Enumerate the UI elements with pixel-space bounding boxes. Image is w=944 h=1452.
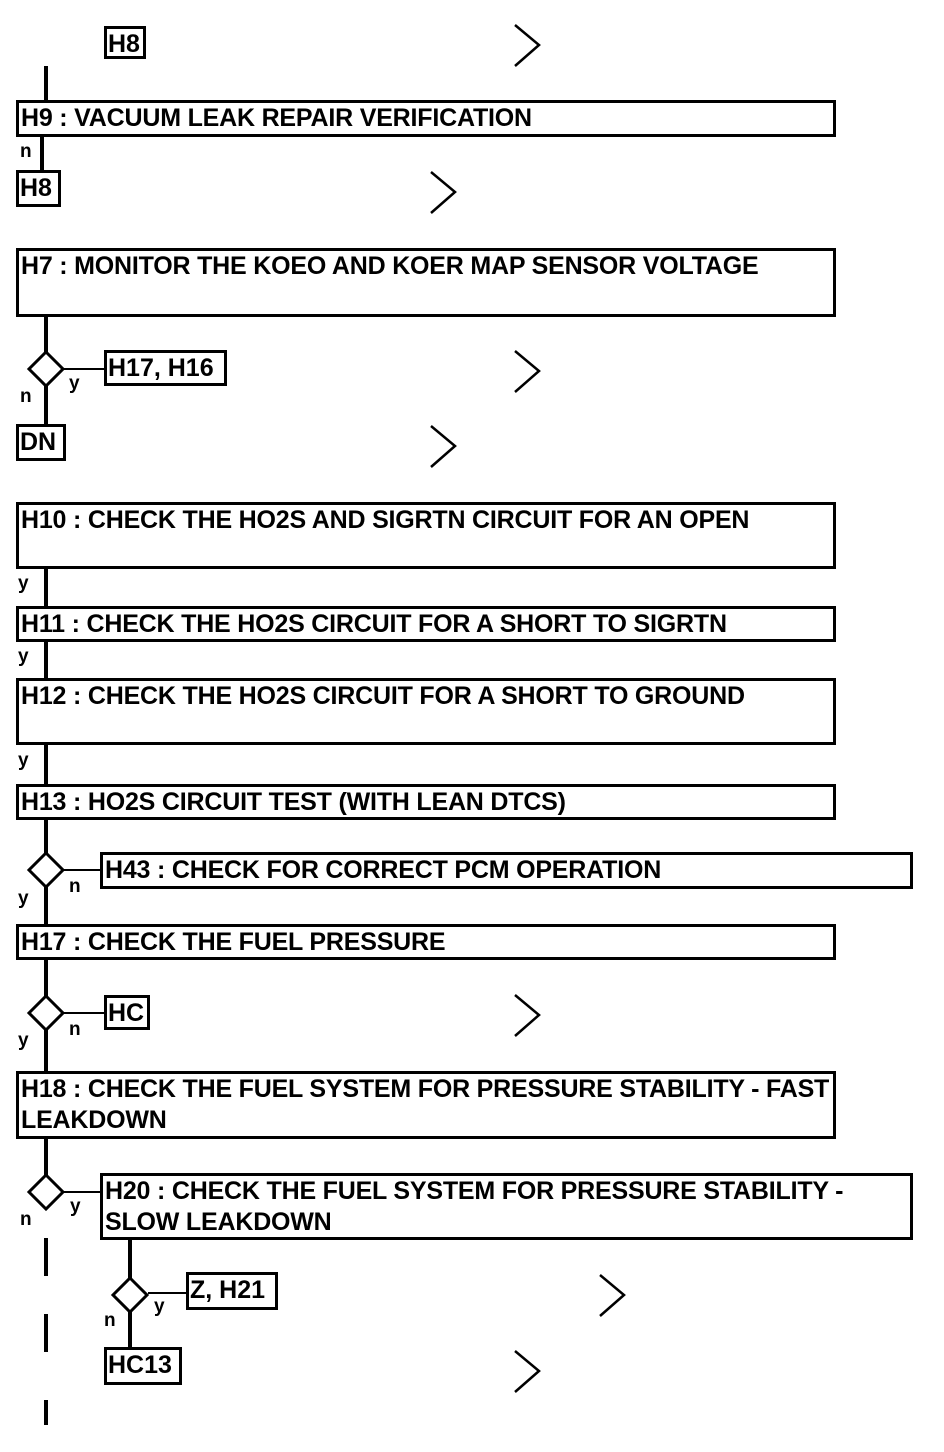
- step-h9: H9 : VACUUM LEAK REPAIR VERIFICATION: [16, 100, 836, 137]
- step-h13: H13 : HO2S CIRCUIT TEST (WITH LEAN DTCS): [16, 784, 836, 820]
- ref-hc[interactable]: HC: [104, 995, 150, 1030]
- chevron-right-icon[interactable]: [514, 24, 541, 67]
- chevron-right-icon[interactable]: [514, 994, 541, 1037]
- chevron-right-icon[interactable]: [514, 350, 541, 393]
- ref-h8[interactable]: H8: [16, 170, 61, 207]
- no-label: n: [20, 141, 32, 162]
- no-label: n: [69, 1019, 81, 1040]
- yes-label: y: [18, 888, 29, 909]
- chevron-right-icon[interactable]: [514, 1350, 541, 1393]
- step-h43: H43 : CHECK FOR CORRECT PCM OPERATION: [100, 852, 913, 889]
- no-label: n: [20, 386, 32, 407]
- step-h10: H10 : CHECK THE HO2S AND SIGRTN CIRCUIT …: [16, 502, 836, 569]
- ref-hc13[interactable]: HC13: [104, 1347, 182, 1385]
- chevron-right-icon[interactable]: [430, 171, 457, 214]
- step-h12: H12 : CHECK THE HO2S CIRCUIT FOR A SHORT…: [16, 678, 836, 745]
- yes-label: y: [18, 750, 29, 771]
- step-h17: H17 : CHECK THE FUEL PRESSURE: [16, 924, 836, 960]
- diamond-icon: [26, 1172, 66, 1212]
- diamond-icon: [26, 349, 66, 389]
- ref-dn[interactable]: DN: [16, 424, 66, 461]
- chevron-right-icon[interactable]: [430, 425, 457, 468]
- step-h11: H11 : CHECK THE HO2S CIRCUIT FOR A SHORT…: [16, 606, 836, 642]
- yes-label: y: [70, 1196, 81, 1217]
- diamond-icon: [26, 850, 66, 890]
- step-h18: H18 : CHECK THE FUEL SYSTEM FOR PRESSURE…: [16, 1071, 836, 1139]
- yes-label: y: [18, 573, 29, 594]
- ref-h17-h16[interactable]: H17, H16: [104, 350, 227, 386]
- no-label: n: [69, 876, 81, 897]
- ref-h8-top[interactable]: H8: [104, 26, 146, 59]
- ref-z-h21[interactable]: Z, H21: [186, 1272, 278, 1310]
- chevron-right-icon[interactable]: [599, 1274, 626, 1317]
- yes-label: y: [18, 646, 29, 667]
- diamond-icon: [110, 1275, 150, 1315]
- no-label: n: [20, 1209, 32, 1230]
- yes-label: y: [69, 373, 80, 394]
- step-h20: H20 : CHECK THE FUEL SYSTEM FOR PRESSURE…: [100, 1173, 913, 1240]
- yes-label: y: [154, 1296, 165, 1317]
- diamond-icon: [26, 993, 66, 1033]
- no-label: n: [104, 1310, 116, 1331]
- yes-label: y: [18, 1030, 29, 1051]
- step-h7: H7 : MONITOR THE KOEO AND KOER MAP SENSO…: [16, 248, 836, 317]
